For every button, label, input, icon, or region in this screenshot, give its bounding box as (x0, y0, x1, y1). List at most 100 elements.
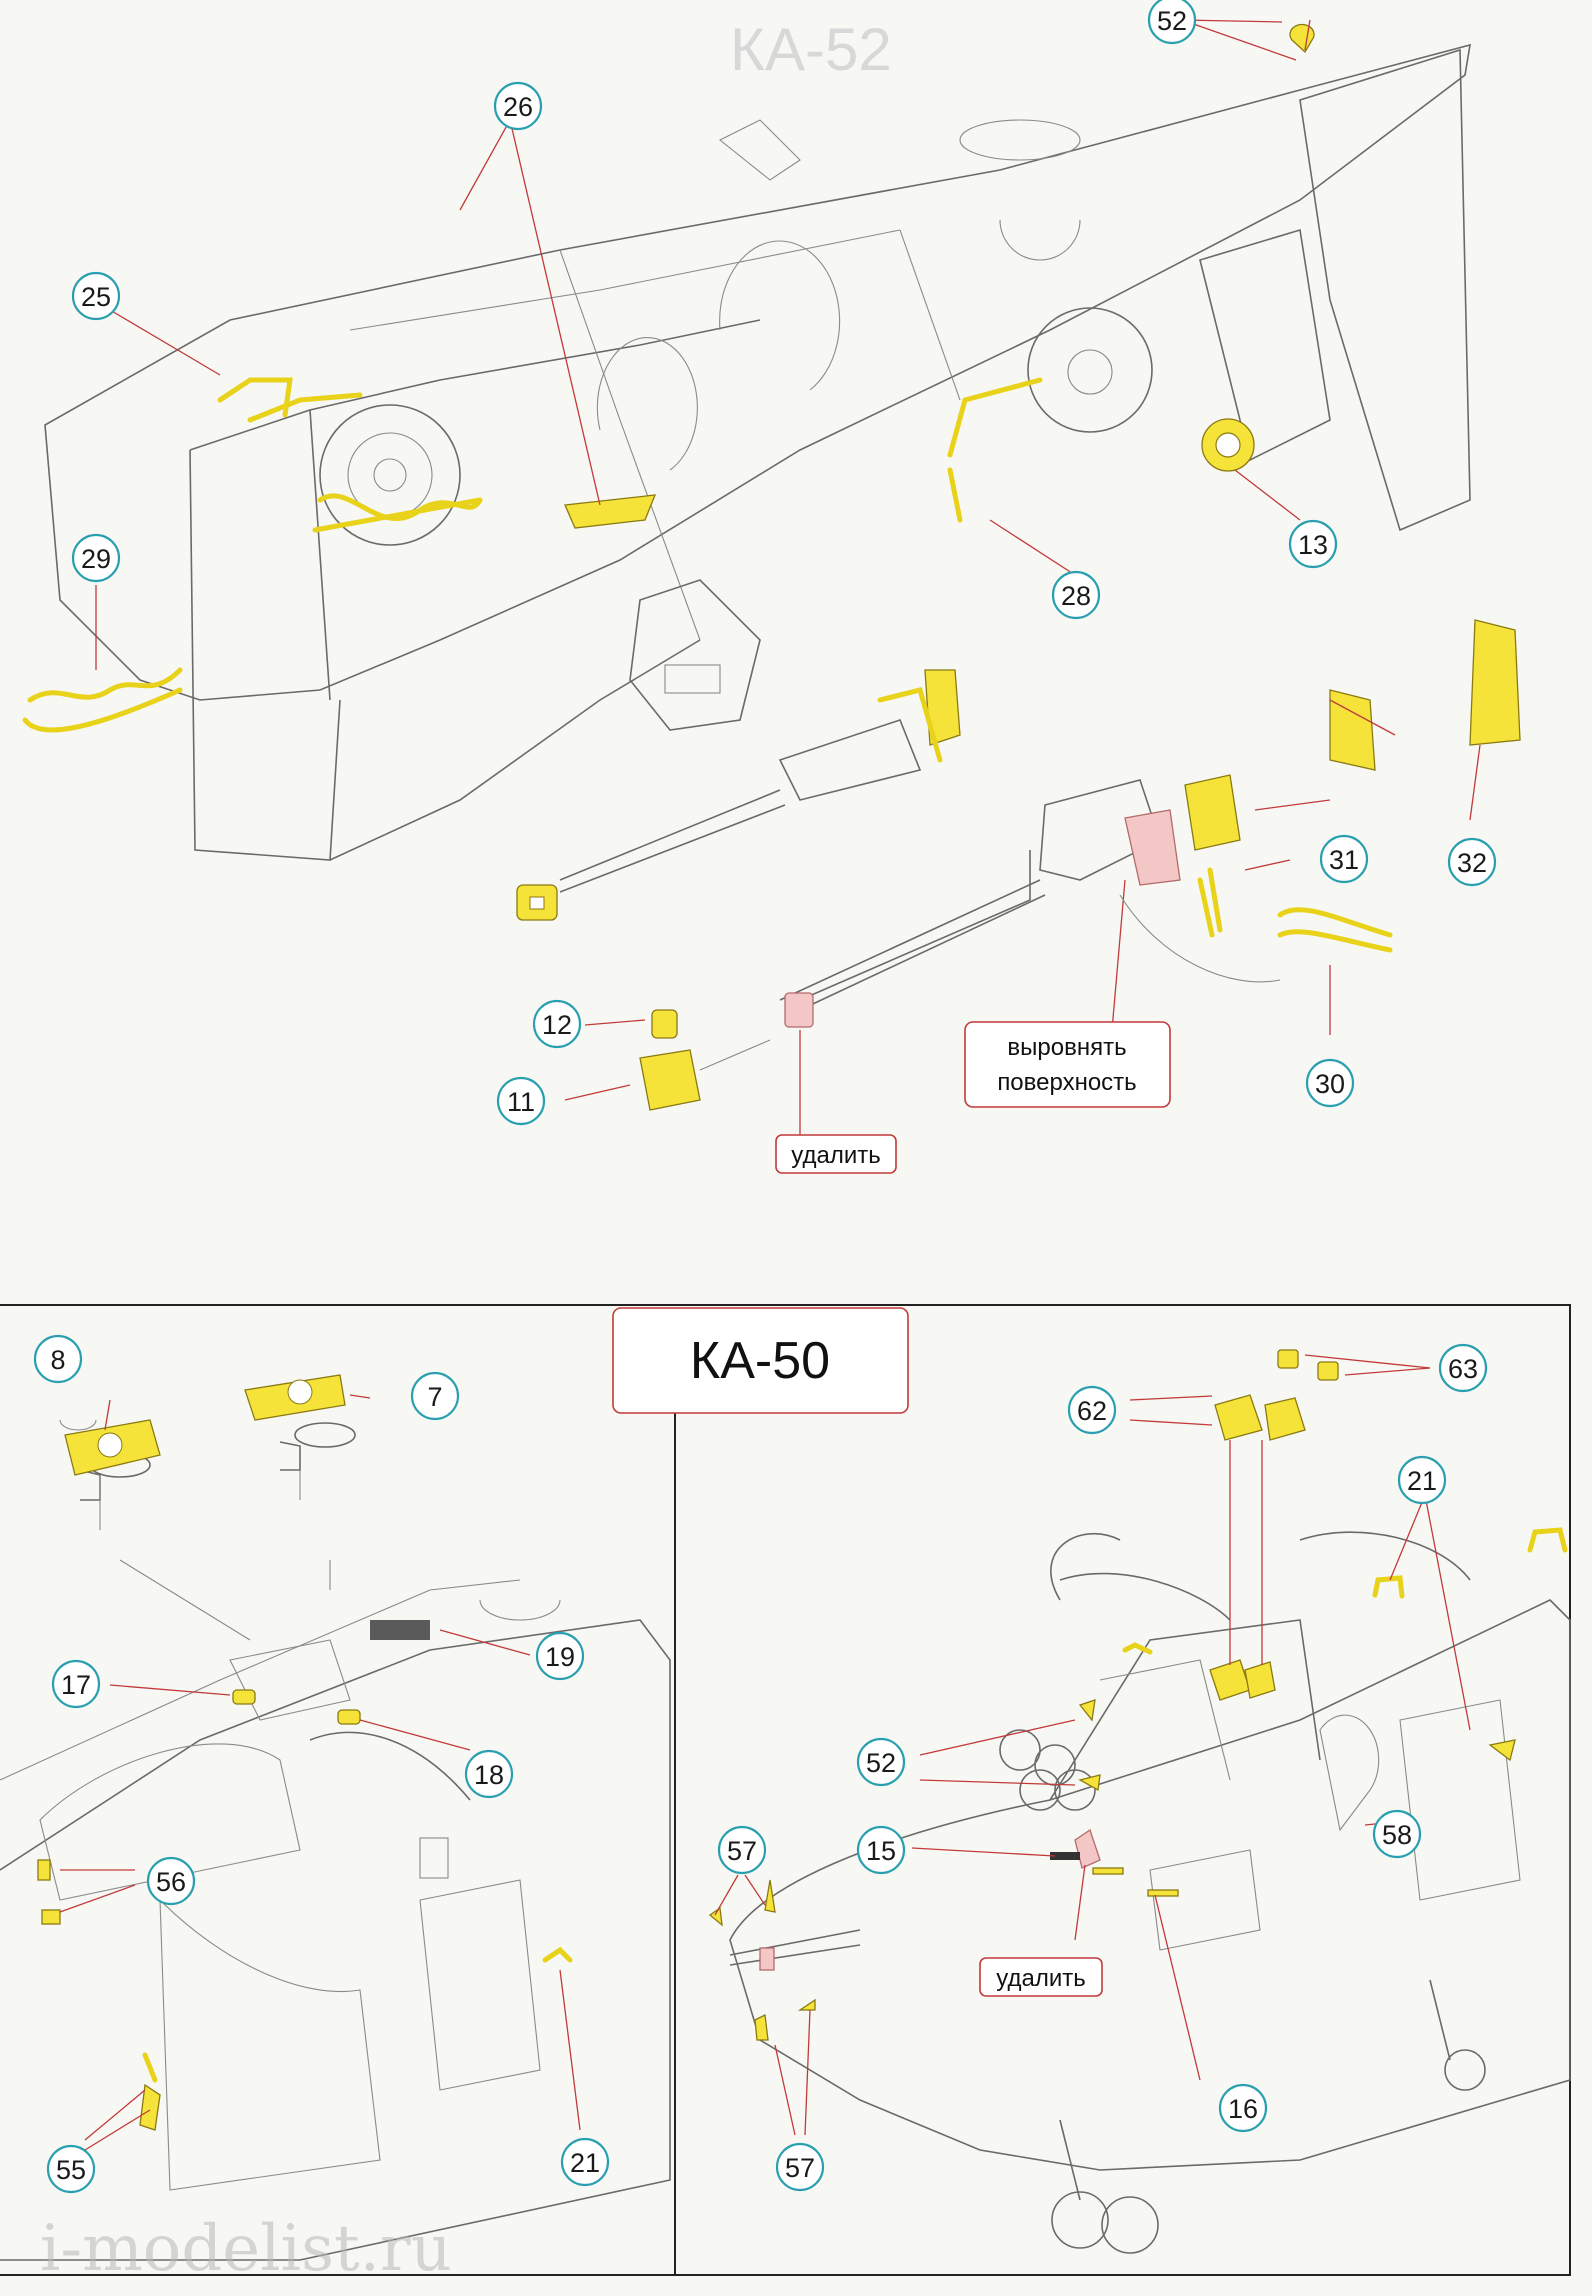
callout-number: 19 (545, 1642, 575, 1672)
callout-number: 57 (785, 2153, 815, 2183)
callout-circle (856, 1737, 906, 1787)
callout-number: 32 (1457, 848, 1487, 878)
callout-circle (33, 1334, 83, 1384)
callout-13: 13 (1288, 519, 1338, 569)
callout-number: 13 (1298, 530, 1328, 560)
callout-number: 62 (1077, 1396, 1107, 1426)
callout-number: 17 (61, 1670, 91, 1700)
callout-circle (1397, 1455, 1447, 1505)
ka52-photo-etch-parts (22, 23, 1521, 1111)
callout-circle (532, 999, 582, 1049)
callout-number: 18 (474, 1760, 504, 1790)
callout-circle (496, 1076, 546, 1126)
callout-circle (1218, 2083, 1268, 2133)
callout-number: 26 (503, 92, 533, 122)
remove-note-bottom-text: удалить (996, 1965, 1085, 1992)
callout-number: 16 (1228, 2094, 1258, 2124)
remove-note-top: удалить (775, 1134, 897, 1174)
callout-number: 31 (1329, 845, 1359, 875)
callout-number: 28 (1061, 581, 1091, 611)
callout-circle (1447, 837, 1497, 887)
callout-number: 15 (866, 1836, 896, 1866)
callout-52: 52 (1147, 0, 1197, 45)
callout-21: 21 (1397, 1455, 1447, 1505)
ka52-fuselage (44, 43, 1471, 1011)
callout-57: 57 (717, 1825, 767, 1875)
callout-21: 21 (560, 2137, 610, 2187)
callout-8: 8 (33, 1334, 83, 1384)
callout-circle (51, 1659, 101, 1709)
callout-circle (464, 1749, 514, 1799)
callout-31: 31 (1319, 834, 1369, 884)
callout-26: 26 (493, 81, 543, 131)
callout-circle (71, 533, 121, 583)
callout-15: 15 (856, 1825, 906, 1875)
ka50-left-leaders (59, 1394, 581, 2151)
callout-57: 57 (775, 2142, 825, 2192)
align-surface-line1: выровнять (1007, 1034, 1126, 1061)
callout-62: 62 (1067, 1385, 1117, 1435)
callout-58: 58 (1372, 1809, 1422, 1859)
callout-circle (493, 81, 543, 131)
callout-11: 11 (496, 1076, 546, 1126)
remove-note-top-text: удалить (791, 1142, 880, 1169)
ka50-right-photo-etch (708, 1349, 1568, 2041)
callout-circle (560, 2137, 610, 2187)
callout-circle (856, 1825, 906, 1875)
callout-circle (535, 1631, 585, 1681)
callout-number: 11 (507, 1087, 535, 1117)
callout-circle (146, 1856, 196, 1906)
callout-number: 21 (570, 2148, 600, 2178)
callout-number: 7 (427, 1382, 442, 1412)
callout-29: 29 (71, 533, 121, 583)
callout-circle (717, 1825, 767, 1875)
callout-number: 29 (81, 544, 111, 574)
callout-number: 63 (1448, 1354, 1478, 1384)
callout-circle (410, 1371, 460, 1421)
callout-63: 63 (1438, 1343, 1488, 1393)
callout-number: 55 (56, 2155, 86, 2185)
callout-circle (71, 271, 121, 321)
ka50-panel: КА-50 (0, 1304, 1571, 2276)
callout-18: 18 (464, 1749, 514, 1799)
callout-number: 52 (1157, 6, 1187, 36)
callout-12: 12 (532, 999, 582, 1049)
panel-title: КА-50 (690, 1332, 830, 1390)
callout-32: 32 (1447, 837, 1497, 887)
callout-25: 25 (71, 271, 121, 321)
callout-number: 21 (1407, 1466, 1437, 1496)
watermark-text: i-modelist.ru (40, 2212, 452, 2286)
ka50-right-leaders (714, 1354, 1471, 2136)
callout-19: 19 (535, 1631, 585, 1681)
callout-number: 8 (50, 1345, 65, 1375)
align-surface-line2: поверхность (997, 1069, 1136, 1096)
callout-30: 30 (1305, 1058, 1355, 1108)
callout-28: 28 (1051, 570, 1101, 620)
callout-number: 25 (81, 282, 111, 312)
callout-circle (1288, 519, 1338, 569)
callout-circle (1147, 0, 1197, 45)
callout-circle (46, 2144, 96, 2194)
callout-circle (1067, 1385, 1117, 1435)
callout-55: 55 (46, 2144, 96, 2194)
ka50-left-view (0, 1419, 671, 2261)
callout-circle (1051, 570, 1101, 620)
callout-7: 7 (410, 1371, 460, 1421)
callout-16: 16 (1218, 2083, 1268, 2133)
callout-circle (1372, 1809, 1422, 1859)
ka52-leaders (95, 19, 1481, 1135)
ghost-title: КА-52 (730, 16, 892, 83)
callout-number: 58 (1382, 1820, 1412, 1850)
callout-56: 56 (146, 1856, 196, 1906)
callout-number: 12 (542, 1010, 572, 1040)
callout-52: 52 (856, 1737, 906, 1787)
callout-number: 57 (727, 1836, 757, 1866)
callout-number: 52 (866, 1748, 896, 1778)
callout-17: 17 (51, 1659, 101, 1709)
ka50-left-photo-etch (37, 1374, 573, 2131)
callout-number: 30 (1315, 1069, 1345, 1099)
remove-note-bottom: удалить (979, 1957, 1103, 1997)
align-surface-note: выровнять поверхность (964, 1021, 1171, 1108)
callout-markers: 52 26 25 29 13 28 31 32 30 12 11 8 7 63 62 21 19 17 18 52 15… (33, 0, 1497, 2194)
